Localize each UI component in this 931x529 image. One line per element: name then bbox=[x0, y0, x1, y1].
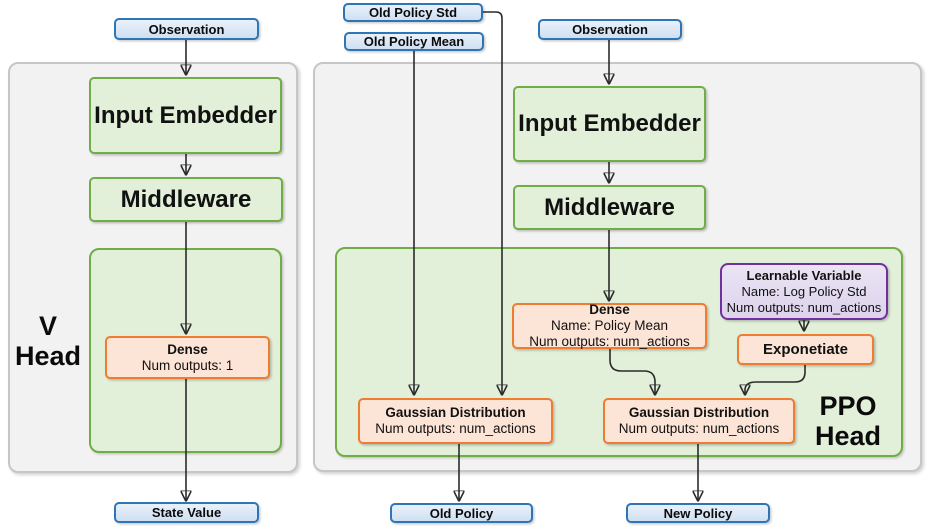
input-embedder-label-v: Input Embedder bbox=[94, 101, 277, 129]
dense-title-v: Dense bbox=[167, 341, 208, 357]
learnable-variable-num-outputs: Num outputs: num_actions bbox=[726, 299, 882, 315]
state-value-label: State Value bbox=[151, 505, 222, 520]
input-embedder-label-ppo: Input Embedder bbox=[518, 110, 701, 137]
new-policy-label: New Policy bbox=[663, 505, 733, 521]
exponetiate-label: Exponetiate bbox=[762, 341, 849, 358]
observation-label-v: Observation bbox=[148, 21, 225, 37]
old-policy-mean-pill: Old Policy Mean bbox=[344, 32, 484, 51]
old-policy-pill: Old Policy bbox=[390, 503, 533, 523]
dense-num-outputs-v: Num outputs: 1 bbox=[141, 357, 234, 373]
state-value-pill: State Value bbox=[114, 502, 259, 523]
middleware-label-v: Middleware bbox=[120, 185, 252, 213]
middleware-box-v: Middleware bbox=[89, 177, 283, 222]
learnable-variable-box: Learnable Variable Name: Log Policy Std … bbox=[720, 263, 888, 320]
gaussian-old-num-outputs: Num outputs: num_actions bbox=[375, 421, 536, 436]
exponetiate-box: Exponetiate bbox=[737, 334, 874, 365]
learnable-variable-name: Name: Log Policy Std bbox=[741, 283, 867, 299]
new-policy-pill: New Policy bbox=[626, 503, 770, 523]
dense-title-ppo: Dense bbox=[589, 302, 630, 317]
v-head-label: V Head bbox=[14, 311, 82, 371]
gaussian-distribution-old-box: Gaussian Distribution Num outputs: num_a… bbox=[358, 398, 553, 444]
gaussian-new-title: Gaussian Distribution bbox=[628, 405, 770, 420]
observation-label-ppo: Observation bbox=[572, 22, 648, 37]
dense-name-ppo: Name: Policy Mean bbox=[550, 318, 669, 333]
gaussian-distribution-new-box: Gaussian Distribution Num outputs: num_a… bbox=[603, 398, 795, 444]
old-policy-label: Old Policy bbox=[429, 505, 494, 521]
learnable-variable-title: Learnable Variable bbox=[746, 267, 862, 283]
middleware-label-ppo: Middleware bbox=[544, 193, 675, 221]
dense-box-v: Dense Num outputs: 1 bbox=[105, 336, 270, 379]
middleware-box-ppo: Middleware bbox=[513, 185, 706, 230]
ppo-head-label: PPO Head bbox=[814, 391, 882, 451]
observation-pill-ppo: Observation bbox=[538, 19, 682, 40]
input-embedder-box-ppo: Input Embedder bbox=[513, 86, 706, 162]
old-policy-std-pill: Old Policy Std bbox=[343, 3, 483, 22]
gaussian-new-num-outputs: Num outputs: num_actions bbox=[618, 421, 780, 436]
dense-box-ppo: Dense Name: Policy Mean Num outputs: num… bbox=[512, 302, 707, 349]
input-embedder-box-v: Input Embedder bbox=[89, 77, 282, 154]
observation-pill-v: Observation bbox=[114, 18, 259, 40]
gaussian-old-title: Gaussian Distribution bbox=[385, 405, 526, 420]
old-policy-std-label: Old Policy Std bbox=[368, 5, 458, 20]
dense-num-outputs-ppo: Num outputs: num_actions bbox=[529, 334, 690, 349]
old-policy-mean-label: Old Policy Mean bbox=[363, 34, 465, 49]
